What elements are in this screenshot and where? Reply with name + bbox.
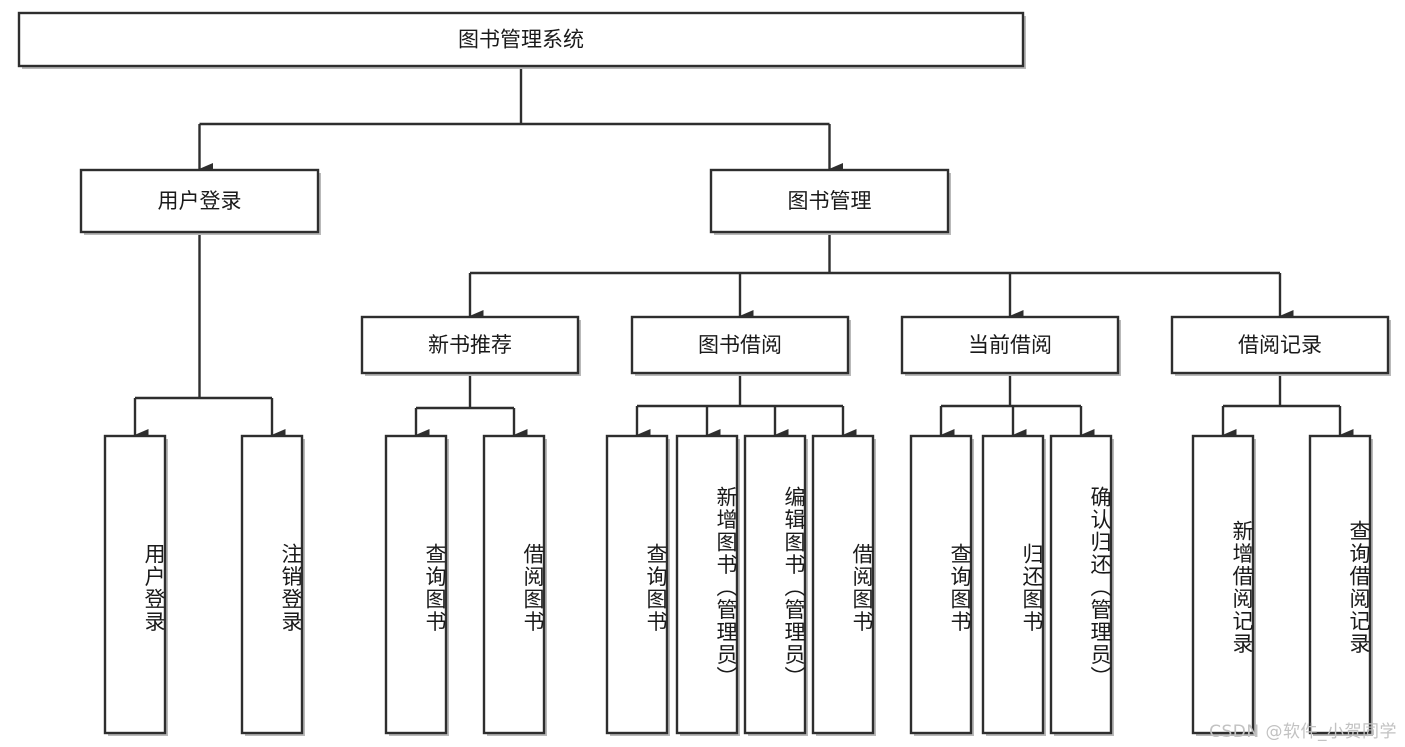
node-rect[interactable] — [79, 168, 320, 234]
node-rect[interactable] — [981, 434, 1045, 735]
node-rect[interactable] — [1308, 434, 1372, 735]
leaf-node-7[interactable] — [743, 434, 808, 736]
connector-group-book-management — [468, 232, 1294, 322]
connector-layer — [133, 66, 1354, 441]
node-rect[interactable] — [1170, 315, 1390, 375]
node-rect[interactable] — [384, 434, 448, 735]
connector-group-2 — [414, 373, 528, 441]
level2-node-1[interactable]: 用户登录 — [79, 168, 321, 235]
node-rect[interactable] — [1191, 434, 1255, 735]
node-label: 图书借阅 — [698, 333, 782, 357]
level2-node-2[interactable]: 图书管理 — [709, 168, 951, 235]
node-rect[interactable] — [103, 434, 167, 735]
level3-node-1[interactable]: 新书推荐 — [360, 315, 581, 376]
leaf-node-6[interactable] — [675, 434, 740, 736]
connector-group-3 — [635, 373, 857, 441]
leaf-node-1[interactable] — [103, 434, 168, 736]
connector-group-4 — [939, 373, 1095, 441]
leaf-node-2[interactable] — [240, 434, 305, 736]
level3-node-3[interactable]: 当前借阅 — [900, 315, 1121, 376]
root-node-1[interactable]: 图书管理系统 — [17, 11, 1026, 69]
leaf-node-12[interactable] — [1191, 434, 1256, 736]
node-rect[interactable] — [811, 434, 875, 735]
node-label: 当前借阅 — [968, 333, 1052, 357]
leaf-node-8[interactable] — [811, 434, 876, 736]
connector-group-5 — [1221, 373, 1354, 441]
leaf-node-5[interactable] — [605, 434, 670, 736]
node-rect[interactable] — [17, 11, 1025, 68]
level3-node-2[interactable]: 图书借阅 — [630, 315, 851, 376]
leaf-node-4[interactable] — [482, 434, 547, 736]
node-rect[interactable] — [709, 168, 950, 234]
watermark-text: CSDN @软件_小贺同学 — [1209, 722, 1397, 742]
node-label: 图书管理系统 — [458, 28, 584, 52]
node-rect[interactable] — [240, 434, 304, 735]
node-rect[interactable] — [675, 434, 739, 735]
node-rect[interactable] — [630, 315, 850, 375]
leaf-node-10[interactable] — [981, 434, 1046, 736]
leaf-node-3[interactable] — [384, 434, 449, 736]
leaf-node-13[interactable] — [1308, 434, 1373, 736]
node-rect[interactable] — [1049, 434, 1113, 735]
connector-group-root — [198, 66, 843, 175]
node-rect[interactable] — [743, 434, 807, 735]
node-label: 借阅记录 — [1238, 333, 1322, 357]
node-rect[interactable] — [909, 434, 973, 735]
leaf-node-11[interactable] — [1049, 434, 1114, 736]
node-label: 新书推荐 — [428, 333, 512, 357]
node-label: 图书管理 — [788, 189, 872, 213]
node-rect[interactable] — [605, 434, 669, 735]
node-rect[interactable] — [482, 434, 546, 735]
connector-group-1 — [133, 232, 286, 441]
node-rect[interactable] — [900, 315, 1120, 375]
leaf-node-9[interactable] — [909, 434, 974, 736]
node-rect[interactable] — [360, 315, 580, 375]
level3-node-4[interactable]: 借阅记录 — [1170, 315, 1391, 376]
node-label: 用户登录 — [158, 189, 242, 213]
